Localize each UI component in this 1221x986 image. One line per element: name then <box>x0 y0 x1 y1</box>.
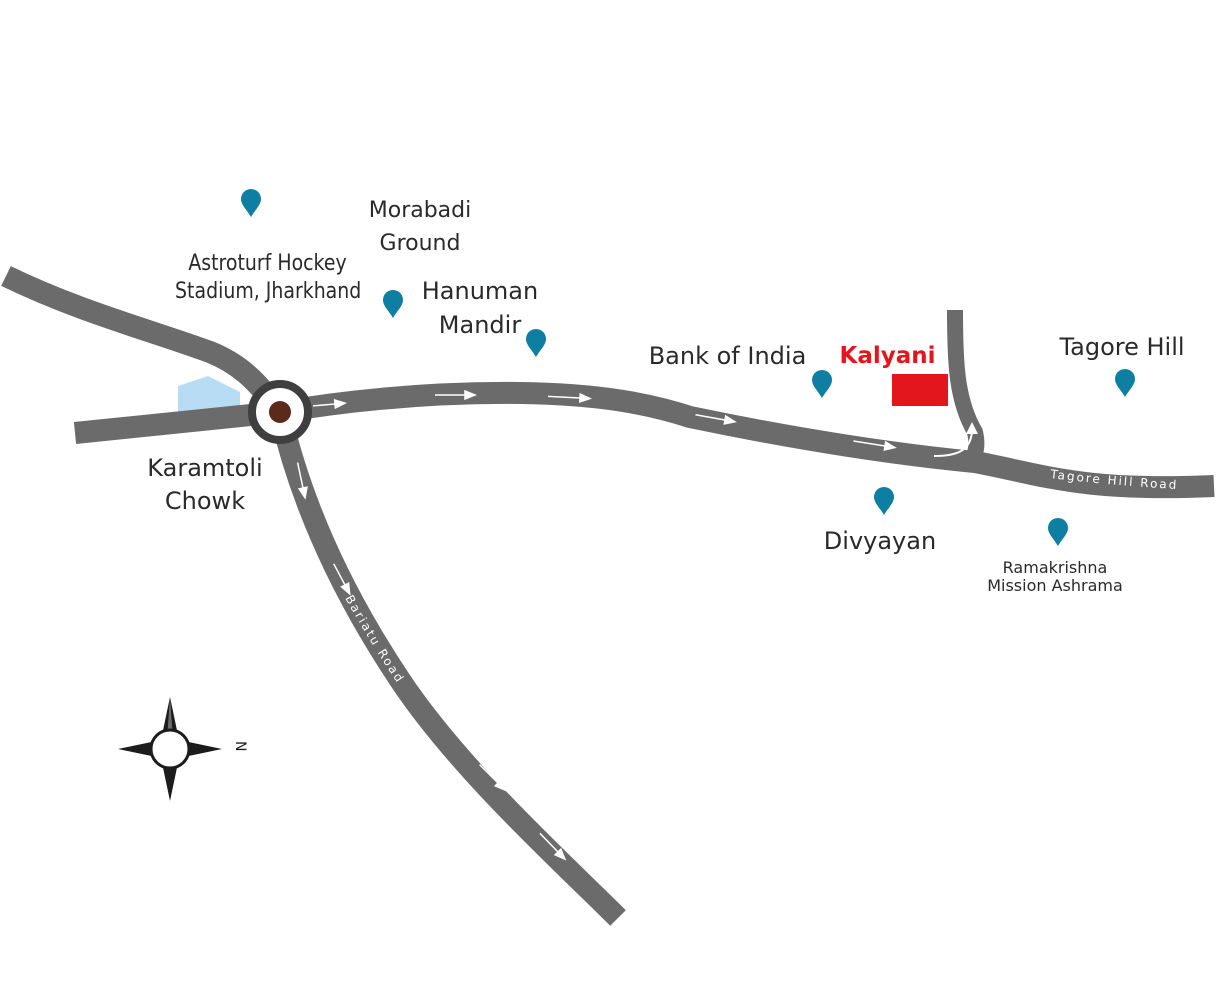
label-ramakrishna-line1: Ramakrishna <box>1002 558 1108 577</box>
label-kalyani-text: Kalyani <box>839 343 936 369</box>
map-pin-icon[interactable] <box>526 329 546 357</box>
road-west <box>73 401 282 444</box>
kalyani-marker[interactable] <box>892 374 948 406</box>
label-karamtoli-line2: Chowk <box>164 487 246 515</box>
road-northwest <box>1 266 289 419</box>
map-pin-icon[interactable] <box>1115 369 1135 397</box>
road-tagore-hill <box>278 381 1215 499</box>
label-astroturf-line2: Stadium, Jharkhand <box>175 278 362 304</box>
label-tagore-hill-text: Tagore Hill <box>1059 333 1185 361</box>
compass-north-label: N <box>232 741 248 751</box>
road-label-bariatu: Bariatu Road <box>342 593 407 686</box>
map-pin-icon[interactable] <box>874 487 894 515</box>
label-bank-of-india-text: Bank of India <box>648 342 807 370</box>
label-bank-of-india: Bank of India <box>640 341 815 371</box>
label-karamtoli-line1: Karamtoli <box>147 454 263 482</box>
label-hanuman: Hanuman Mandir <box>410 276 550 340</box>
label-hanuman-line2: Mandir <box>438 311 522 339</box>
road-bariatu <box>269 409 626 926</box>
road-access-kalyani <box>947 309 985 468</box>
label-ramakrishna-line2: Mission Ashrama <box>987 575 1123 595</box>
label-karamtoli: Karamtoli Chowk <box>130 453 280 516</box>
label-astroturf: Astroturf Hockey Stadium, Jharkhand <box>175 250 362 305</box>
label-ramakrishna: Ramakrishna Mission Ashrama <box>975 559 1135 594</box>
map-pin-icon[interactable] <box>241 189 261 217</box>
label-morabadi-line1: Morabadi <box>368 198 472 223</box>
label-tagore-hill: Tagore Hill <box>1052 332 1192 362</box>
water-body <box>178 376 240 412</box>
label-astroturf-line1: Astroturf Hockey <box>188 251 347 276</box>
map-pin-icon[interactable] <box>1048 518 1068 546</box>
label-kalyani: Kalyani <box>835 342 940 371</box>
direction-arrow-icon <box>296 389 897 861</box>
label-morabadi: Morabadi Ground <box>355 197 485 257</box>
map-pin-icon[interactable] <box>812 370 832 398</box>
turn-arrow-icon <box>933 422 978 457</box>
compass-rose-icon <box>118 697 222 801</box>
map-pin-icon[interactable] <box>383 290 403 318</box>
label-hanuman-line1: Hanuman <box>421 277 539 305</box>
label-divyayan: Divyayan <box>815 526 945 556</box>
label-morabadi-line2: Ground <box>379 230 461 256</box>
roundabout <box>248 380 312 444</box>
label-divyayan-text: Divyayan <box>823 527 937 555</box>
